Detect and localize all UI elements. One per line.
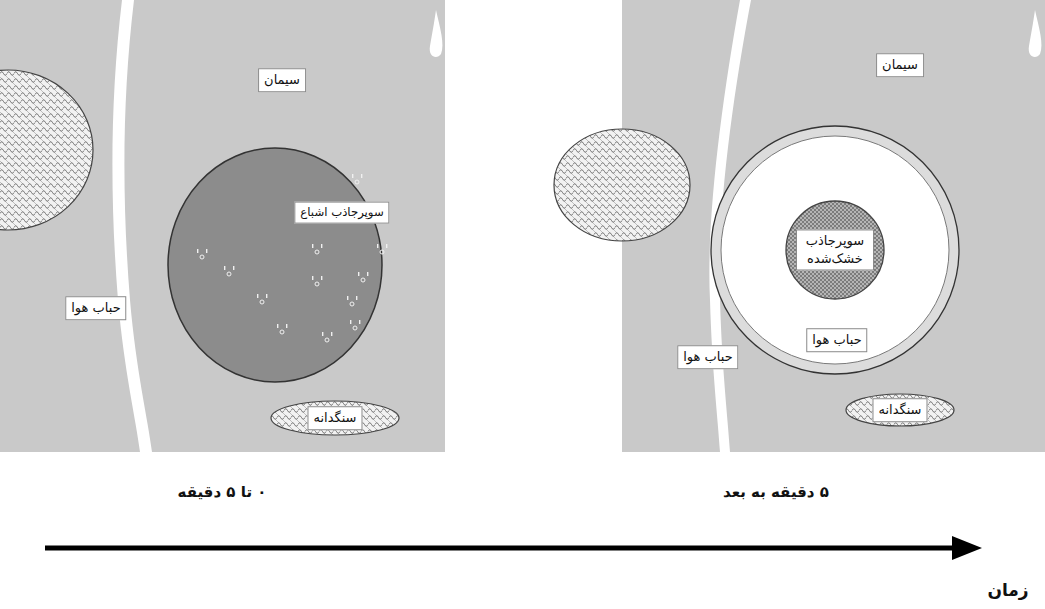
text-holder: سوپرجاذب اشباع [294, 201, 389, 224]
aggregate-outline [271, 401, 399, 435]
water-dot [277, 324, 287, 334]
cement-panel: سیمان حباب هوا سوپرجاذب خشک‌شده سنگدانه [622, 0, 1045, 452]
shape-label: سنگدانه [872, 398, 927, 422]
water-dot [347, 296, 357, 306]
shape-label: حباب هوا [806, 328, 867, 352]
time-axis-line [45, 546, 958, 551]
water-dot [377, 244, 387, 254]
water-dot [350, 320, 360, 330]
cement-ground [622, 0, 1045, 452]
cement-ground [0, 0, 445, 452]
saturated-superabsorbent: سوپرجاذب اشباع [167, 147, 383, 383]
air-bubble-label: حباب هوا [677, 345, 738, 369]
label-holder: زمان [985, 579, 1030, 602]
text-holder: حباب هوا [806, 328, 867, 352]
aggregate-ellipse: سنگدانه [270, 400, 400, 436]
axis-title: زمان [985, 579, 1030, 602]
air-bubble-circle: حباب هوا سوپرجاذب خشک‌شده [710, 125, 960, 375]
water-dot [197, 249, 207, 259]
label-holder: حباب هوا [65, 296, 126, 320]
water-dot [257, 294, 267, 304]
saturated-superabsorbent-shape [167, 147, 383, 383]
air-void-drop [1029, 10, 1042, 57]
water-dots [197, 174, 387, 342]
shape-label: سیمان [258, 68, 306, 92]
time-label: ۵ دقیقه به بعد [721, 482, 831, 502]
bubble-ring [711, 126, 959, 374]
text-holder: سیمان [258, 68, 306, 92]
water-dot [312, 276, 322, 286]
text-holder: سوپرجاذب خشک‌شده [796, 229, 874, 270]
aggregate-texture [554, 129, 690, 241]
aggregate-ellipse: سنگدانه [845, 393, 955, 427]
bubble-inner [721, 136, 949, 364]
text-holder: سیمان [876, 53, 924, 77]
water-dot [312, 244, 322, 254]
shape-label: سوپرجاذب اشباع [294, 202, 389, 224]
dried-superabsorbent-outline [786, 201, 884, 299]
shape-label: سوپرجاذب خشک‌شده [796, 229, 874, 270]
text-holder: سنگدانه [307, 406, 362, 430]
air-void-drop [430, 10, 443, 57]
time-label: ۰ تا ۵ دقیقه [176, 482, 269, 502]
air-bubble-stripe [112, 0, 152, 452]
label-holder: ۰ تا ۵ دقیقه [176, 482, 269, 502]
water-dot [358, 272, 368, 282]
dried-superabsorbent: سوپرجاذب خشک‌شده [785, 200, 885, 300]
air-bubble-label: حباب هوا [65, 296, 126, 320]
cement-panel: سیمان سوپرجاذب اشباع سنگدانه [0, 0, 445, 452]
water-dot [322, 332, 332, 342]
label-holder: حباب هوا [677, 345, 738, 369]
superabsorbent-outline [168, 148, 382, 382]
text-holder: سنگدانه [872, 398, 927, 422]
water-dot [352, 174, 362, 184]
time-axis-arrowhead [952, 536, 982, 560]
shape-label: سنگدانه [307, 406, 362, 430]
shape-label: سیمان [876, 53, 924, 77]
water-dot [224, 266, 234, 276]
aggregate-texture [0, 70, 93, 230]
label-holder: ۵ دقیقه به بعد [721, 482, 831, 502]
aggregate-outline [846, 394, 954, 426]
